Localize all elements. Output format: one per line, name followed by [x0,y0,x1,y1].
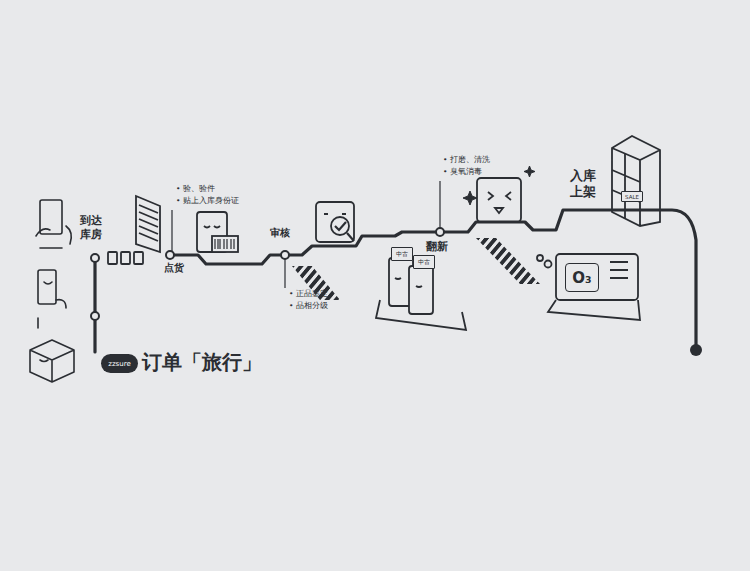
station-label: 点货 [164,262,184,274]
node-text: 中古 [418,258,430,267]
step-note: • 贴上入库身份证 [176,196,239,205]
tag-label: 中古 [391,247,413,261]
step-note: • 品相分级 [289,301,328,310]
node-text: 中古 [396,250,408,259]
step-note: • 打磨、清洗 [443,155,490,164]
step-note: • 正品鉴定 [289,289,328,298]
node-text: SALE [625,194,639,200]
station-label: 审核 [270,227,290,239]
title: 订单「旅行」 [142,350,262,374]
logo-badge: zzsure [101,354,138,373]
station-label: 翻新 [426,240,448,253]
ozone-panel: O₃ [565,263,599,292]
station-label: 到达 库房 [80,214,103,242]
station-label: 入库 上架 [570,168,597,201]
step-note: • 验、验件 [176,184,215,193]
sale-sign: SALE [621,191,643,202]
node-text: zzsure [108,360,130,368]
node-text: O₃ [572,269,591,287]
step-note: • 臭氧消毒 [443,167,482,176]
tag-label: 中古 [413,255,435,269]
